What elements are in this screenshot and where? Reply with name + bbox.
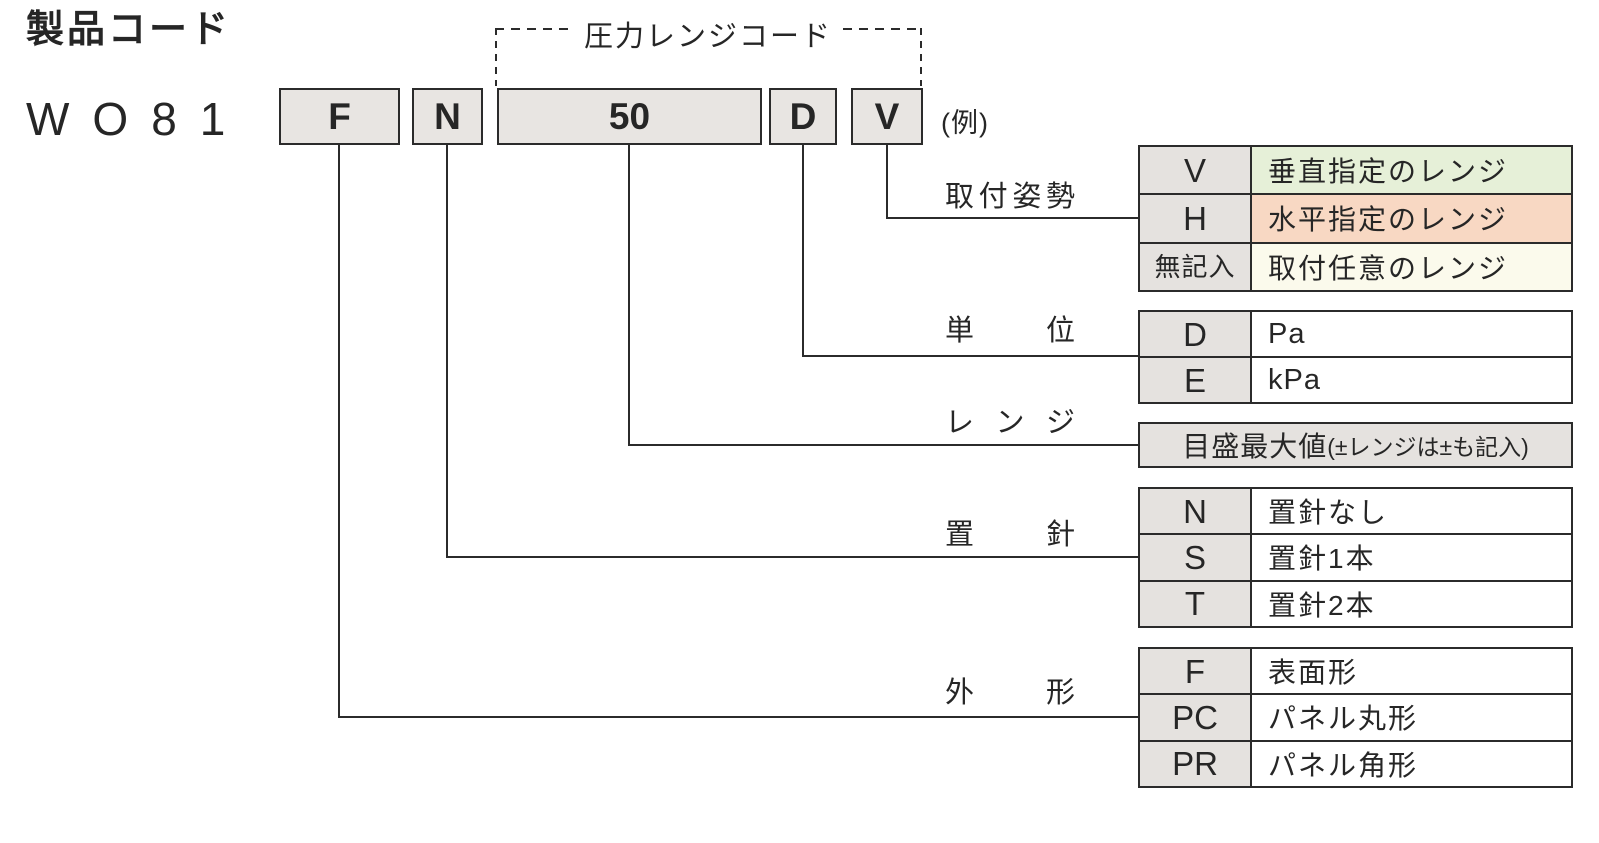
table-key-cell: N	[1140, 489, 1252, 534]
table-desc-cell: 表面形	[1252, 649, 1571, 694]
table-mounting-posture: V 垂直指定のレンジ H 水平指定のレンジ 無記入 取付任意のレンジ	[1138, 145, 1573, 292]
table-row: PC パネル丸形	[1140, 695, 1571, 742]
section-label-unit: 単位	[945, 315, 1075, 347]
table-desc-cell: パネル角形	[1252, 741, 1571, 786]
table-key-cell: D	[1140, 312, 1252, 356]
table-row: N 置針なし	[1140, 489, 1571, 536]
dashed-line-right-vertical	[920, 28, 922, 86]
table-row: E kPa	[1140, 358, 1571, 402]
code-prefix-value: WO81	[26, 93, 249, 145]
table-desc-cell: パネル丸形	[1252, 695, 1571, 740]
connector-unit-vertical	[802, 145, 804, 356]
connector-mounting-vertical	[886, 145, 888, 218]
code-box-shape: F	[279, 88, 400, 145]
example-label: (例)	[941, 108, 989, 138]
code-prefix-text: WO81	[26, 94, 248, 145]
pressure-range-code-label: 圧力レンジコード	[583, 21, 832, 53]
table-desc-cell: 置針1本	[1252, 535, 1571, 580]
connector-range-vertical	[628, 145, 630, 445]
table-key-cell: F	[1140, 649, 1252, 694]
table-row: PR パネル角形	[1140, 741, 1571, 786]
table-key-cell: PC	[1140, 695, 1252, 740]
section-label-set-pointer: 置針	[945, 519, 1075, 551]
code-box-mounting-label: V	[874, 95, 900, 137]
page-title: 製品コード	[26, 9, 232, 51]
table-unit: D Pa E kPa	[1138, 310, 1573, 404]
table-row: F 表面形	[1140, 649, 1571, 696]
table-desc-cell: 置針2本	[1252, 581, 1571, 626]
connector-shape-horizontal	[338, 716, 1138, 718]
dashed-line-left-vertical	[495, 28, 497, 86]
dashed-line-left	[495, 28, 575, 30]
code-box-unit-label: D	[789, 95, 817, 137]
table-key-cell: PR	[1140, 741, 1252, 786]
code-box-shape-label: F	[328, 95, 351, 137]
code-box-range: 50	[497, 88, 762, 145]
section-label-shape: 外形	[945, 677, 1075, 709]
table-set-pointer: N 置針なし S 置針1本 T 置針2本	[1138, 487, 1573, 628]
range-note-box: 目盛最大値(±レンジは±も記入)	[1138, 422, 1573, 468]
table-row: V 垂直指定のレンジ	[1140, 147, 1571, 196]
section-label-range: レンジ	[945, 407, 1075, 439]
table-key-cell: T	[1140, 581, 1252, 626]
table-shape: F 表面形 PC パネル丸形 PR パネル角形	[1138, 647, 1573, 788]
code-box-set-pointer-label: N	[434, 95, 461, 137]
code-box-unit: D	[769, 88, 837, 145]
code-box-set-pointer: N	[412, 88, 483, 145]
table-key-cell: H	[1140, 195, 1252, 242]
connector-shape-vertical	[338, 145, 340, 717]
connector-range-horizontal	[628, 444, 1138, 446]
table-row: 無記入 取付任意のレンジ	[1140, 243, 1571, 290]
section-label-mounting: 取付姿勢	[945, 181, 1075, 213]
connector-unit-horizontal	[802, 355, 1138, 357]
code-box-mounting: V	[851, 88, 923, 145]
table-desc-cell: Pa	[1252, 312, 1571, 356]
connector-set-pointer-vertical	[446, 145, 448, 557]
table-key-cell: 無記入	[1140, 243, 1252, 290]
table-desc-cell: kPa	[1252, 358, 1571, 402]
table-desc-cell: 垂直指定のレンジ	[1252, 147, 1571, 194]
code-box-range-label: 50	[608, 95, 651, 137]
range-note-main: 目盛最大値	[1182, 431, 1328, 462]
table-desc-cell: 置針なし	[1252, 489, 1571, 534]
table-desc-cell: 取付任意のレンジ	[1252, 243, 1571, 290]
table-row: D Pa	[1140, 312, 1571, 358]
table-key-cell: S	[1140, 535, 1252, 580]
range-note-paren: (±レンジは±も記入)	[1327, 434, 1529, 460]
table-row: H 水平指定のレンジ	[1140, 195, 1571, 244]
connector-set-pointer-horizontal	[446, 556, 1138, 558]
table-row: S 置針1本	[1140, 535, 1571, 582]
connector-mounting-horizontal	[886, 217, 1138, 219]
table-desc-cell: 水平指定のレンジ	[1252, 195, 1571, 242]
table-row: T 置針2本	[1140, 581, 1571, 626]
table-key-cell: V	[1140, 147, 1252, 194]
table-key-cell: E	[1140, 358, 1252, 402]
dashed-line-right	[843, 28, 922, 30]
